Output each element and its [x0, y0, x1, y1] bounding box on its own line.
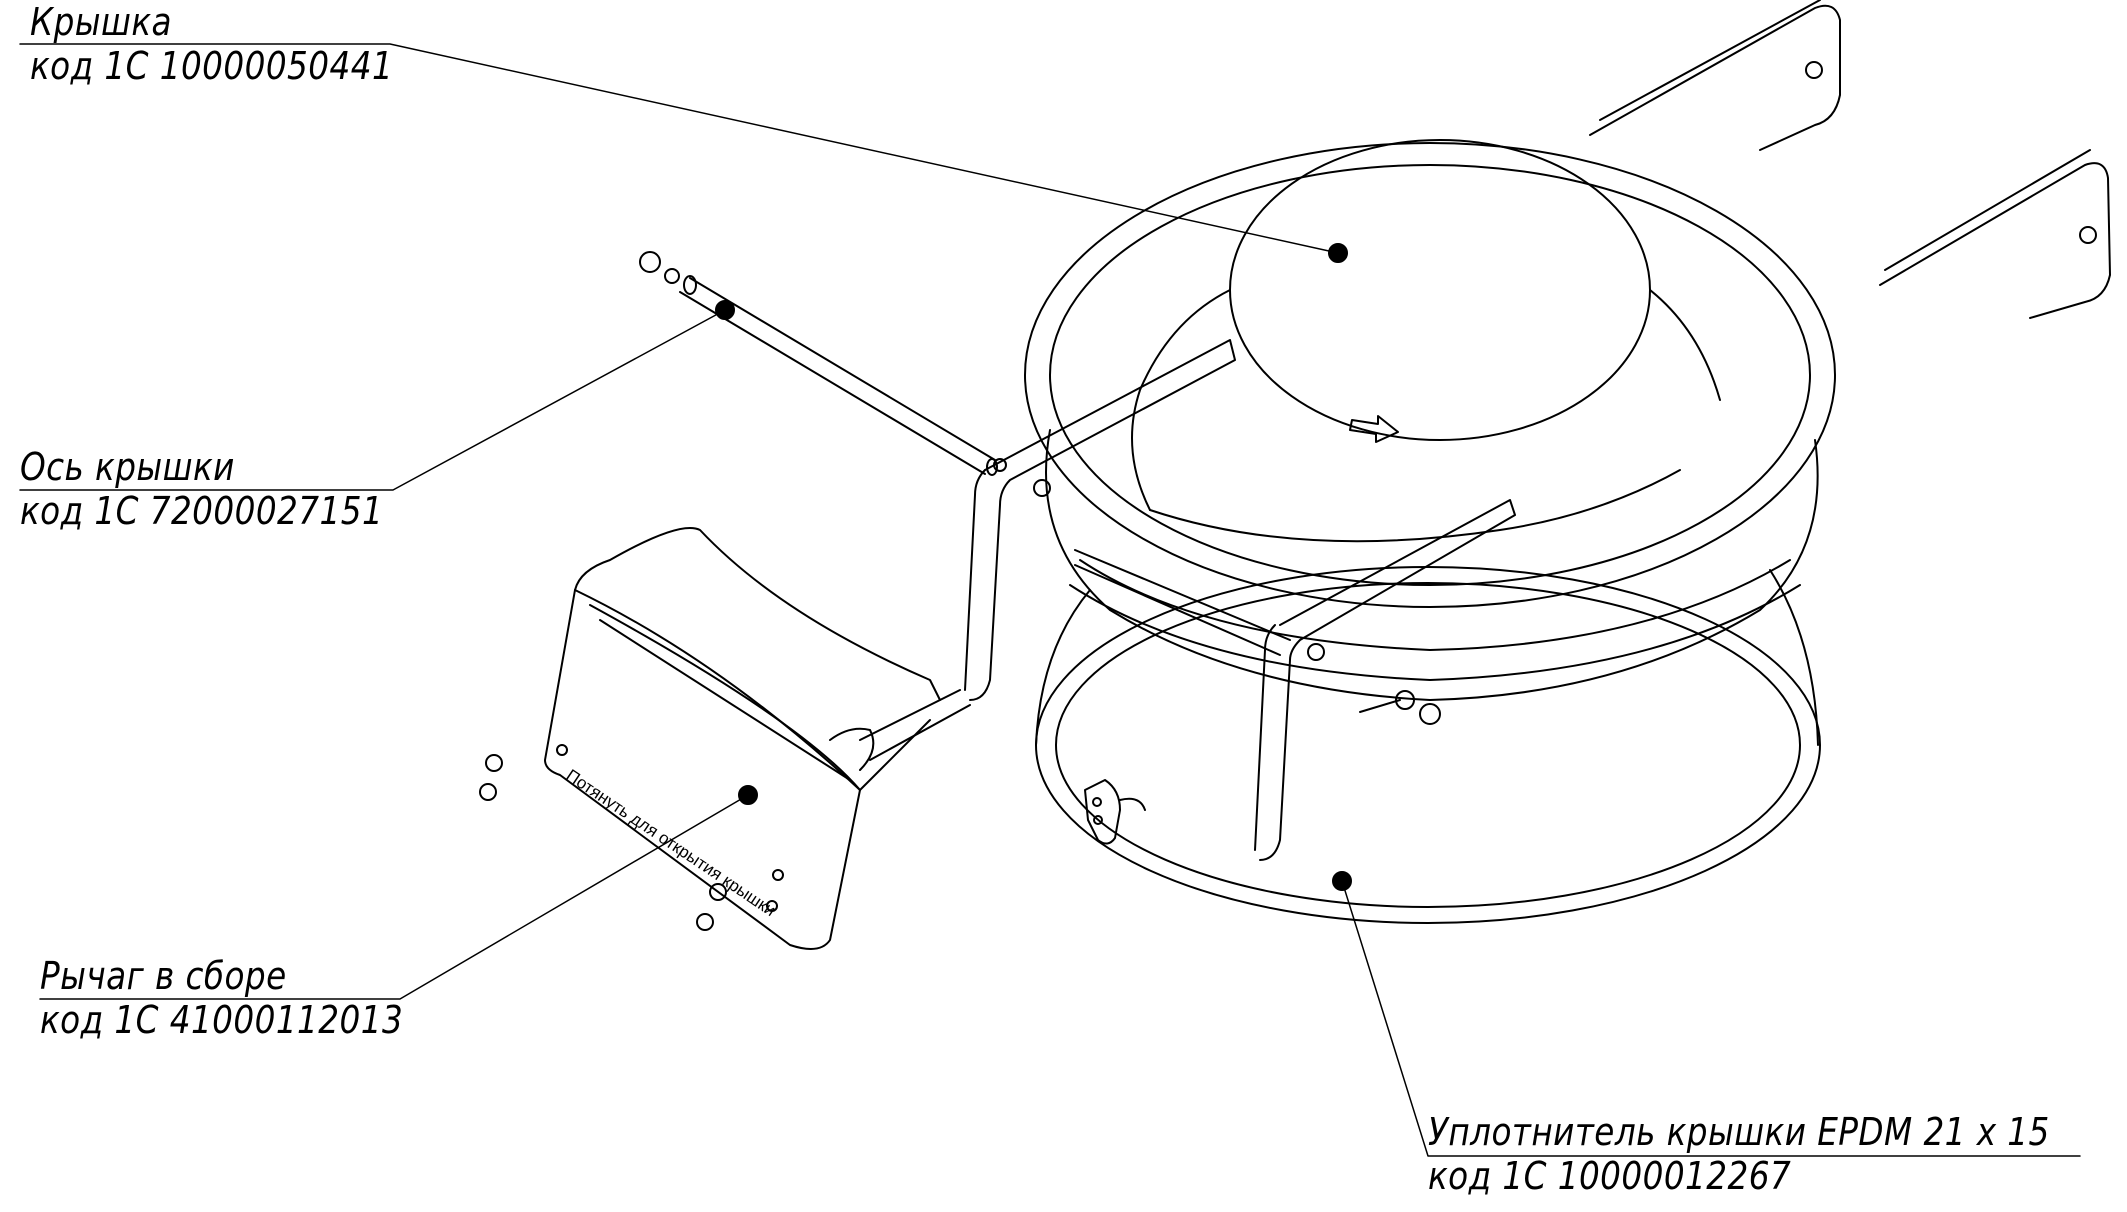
lever-assembly: [479, 527, 971, 950]
callout-lever-code: код 1С 41000112013: [40, 998, 404, 1042]
callout-seal-name: Уплотнитель крышки EPDM 21 х 15: [1428, 1110, 2050, 1154]
callout-cover-code: код 1С 10000050441: [30, 44, 394, 88]
latch-clip: [1084, 779, 1146, 845]
callout-cover: Крышка код 1С 10000050441: [30, 0, 393, 88]
callout-lever-name: Рычаг в сборе: [40, 954, 287, 998]
callout-axis-name: Ось крышки: [20, 445, 235, 489]
leader-seal: [1332, 871, 2081, 1157]
callout-axis: Ось крышки код 1С 72000027151: [20, 445, 383, 533]
callout-cover-name: Крышка: [30, 0, 173, 44]
direction-arrow-icon: [1349, 415, 1399, 443]
callout-seal: Уплотнитель крышки EPDM 21 х 15 код 1С 1…: [1428, 1110, 2050, 1198]
cover-body: [1024, 142, 1836, 701]
leader-cover: [19, 43, 1348, 263]
cover-dome: [1131, 139, 1721, 543]
callout-seal-code: код 1С 10000012267: [1428, 1154, 1792, 1198]
seal-ring: [1035, 566, 1821, 924]
leader-lever: [39, 785, 758, 1000]
cover-axle: [639, 251, 1007, 476]
hinge-bracket-front-left: [964, 339, 1236, 701]
leader-axis: [19, 300, 735, 491]
callout-lever: Рычаг в сборе код 1С 41000112013: [40, 954, 403, 1042]
hinge-bracket-right: [1879, 149, 2111, 319]
callout-axis-code: код 1С 72000027151: [20, 489, 384, 533]
hinge-bracket-top: [1589, 0, 1841, 151]
hinge-bracket-front-right: [1074, 499, 1516, 861]
bolt-pair: [1359, 690, 1441, 725]
